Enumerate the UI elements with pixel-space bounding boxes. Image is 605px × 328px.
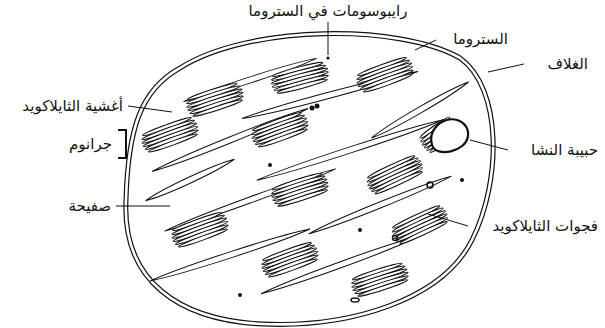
thylakoid-membrane-label: أغشية الثايلاكويد (20, 97, 125, 115)
envelope-label: الغلاف (546, 55, 590, 73)
granum-label: جرانوم (67, 135, 114, 153)
stroma-label: الستروما (451, 30, 510, 48)
ribosome-label: رايبوسومات في الستروما (247, 2, 410, 20)
starch-grain-label: حبيبة النشا (529, 141, 600, 159)
lamella-label: صفيحة (66, 197, 113, 215)
thylakoid-space-label: فجوات الثايلاكويد (490, 217, 600, 235)
